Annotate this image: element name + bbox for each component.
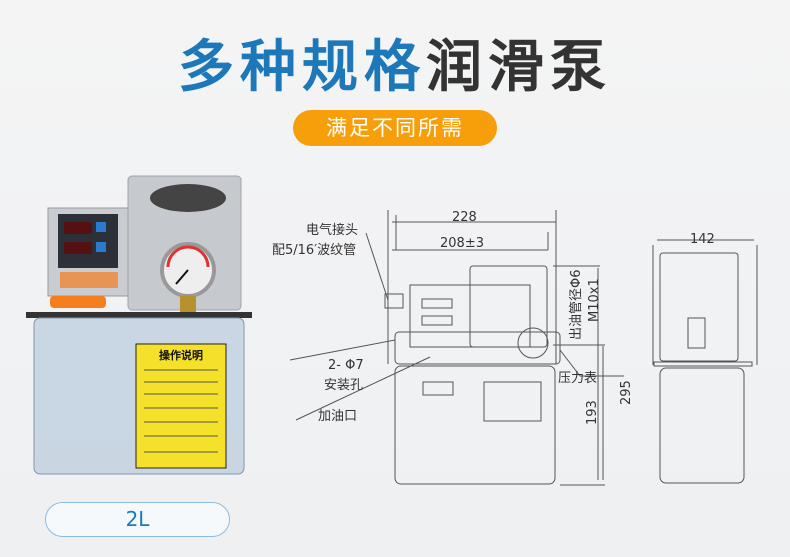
callout-connector-hose: 配5/16′波纹管 [272,243,356,258]
dim-width-total: 228 [452,210,477,225]
title-dark: 润滑泵 [426,35,612,100]
dim-height-tank: 193 [585,400,600,425]
callout-holes: 2- Φ7 [328,358,364,373]
callout-connector: 电气接头 [306,222,358,238]
dim-height-total: 295 [619,380,634,405]
callout-pressure-gauge: 压力表 [558,371,597,386]
product-photo: 操作说明 [26,175,252,475]
title-blue: 多种规格 [178,35,426,100]
callout-fill-port: 加油口 [318,409,357,424]
instruction-label: 操作说明 [159,348,203,362]
callout-mount-holes: 安装孔 [324,378,363,393]
callout-outlet: 出油管径Φ6 [569,269,584,340]
callout-thread: M10x1 [587,278,602,322]
subtitle-badge: 满足不同所需 [293,110,497,146]
page-title: 多种规格润滑泵 [0,34,790,102]
dim-width-inner: 208±3 [440,236,484,251]
dim-depth: 142 [690,232,715,247]
capacity-label: 2L [45,502,230,537]
